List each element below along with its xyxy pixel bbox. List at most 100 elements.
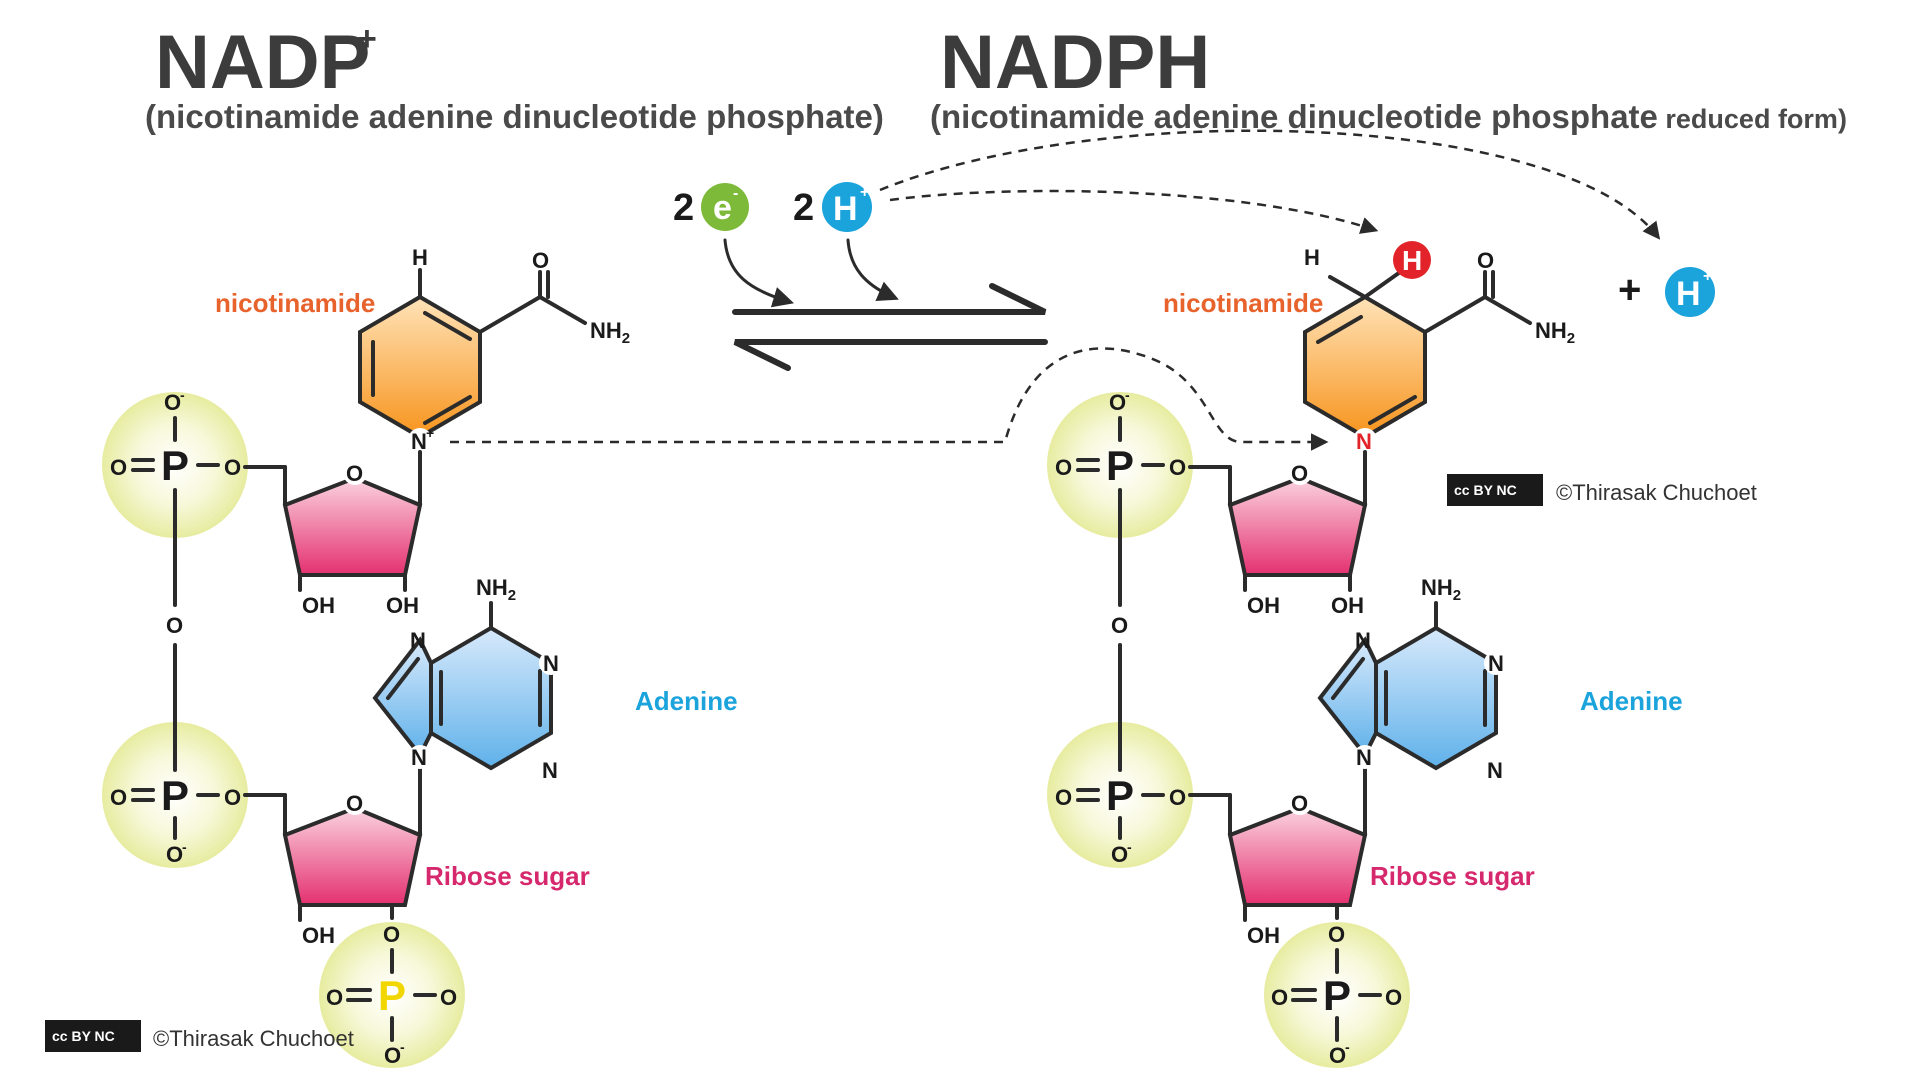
r-ring-n-atom: N xyxy=(1356,429,1372,454)
ring-h-atom: H xyxy=(412,245,428,270)
adenine-nh-text: NH xyxy=(476,575,508,600)
adenine-six-ring xyxy=(429,625,553,771)
r-p1-o-top: O xyxy=(1109,390,1126,415)
oh-atom-3: OH xyxy=(302,923,335,948)
ring-n-bg xyxy=(408,428,432,452)
p1-o-top: O xyxy=(164,390,181,415)
phosphate-glow-3 xyxy=(319,922,465,1068)
p3-o-top: O xyxy=(383,922,400,947)
r-phosphate-glow-2 xyxy=(1047,722,1193,868)
r-phosphate-glow-1 xyxy=(1047,392,1193,538)
adenine-five-ring xyxy=(372,636,433,759)
r-ribose-sugar-label: Ribose sugar xyxy=(1370,861,1535,891)
electron-count: 2 xyxy=(673,187,694,229)
adenine-n9: N xyxy=(411,745,427,770)
adenine-nh2: NH2 xyxy=(476,575,516,604)
r-ribose2-o-bg xyxy=(1288,791,1312,815)
r-adenine-n1: N xyxy=(1488,651,1504,676)
r-amide-nh-sub: 2 xyxy=(1567,330,1575,347)
r-amide-nh-atom: NH2 xyxy=(1535,318,1575,347)
right-title-group: NADPH (nicotinamide adenine dinucleotide… xyxy=(930,20,1847,135)
ring-n-atom: N xyxy=(411,429,427,454)
proton-to-h-dashed-arrow xyxy=(889,189,1379,234)
electron-circle xyxy=(701,183,749,231)
r-adenine-six-ring xyxy=(1374,625,1498,771)
nadp-title-charge: + xyxy=(357,20,377,58)
r-ribose-o-atom: O xyxy=(1291,461,1308,486)
nadph-subtitle-small: reduced form) xyxy=(1658,104,1847,134)
r-p2-atom: P xyxy=(1106,772,1134,819)
r-p2-o-bottom-charge: - xyxy=(1127,839,1132,855)
r-adenine-n1-bg xyxy=(1484,651,1508,675)
r-ribose-o-bg xyxy=(1288,461,1312,485)
cc-license-text-right: cc BY NC xyxy=(1454,482,1517,498)
ribose-o-bg xyxy=(343,461,367,485)
r-p1-o-top-charge: - xyxy=(1125,387,1130,403)
nadp-title: NADP xyxy=(155,20,370,105)
r-added-h-bond xyxy=(1363,268,1405,299)
r-adenine-n9: N xyxy=(1356,745,1372,770)
amide-bond xyxy=(538,295,587,325)
r-oh-atom-3: OH xyxy=(1247,923,1280,948)
ribose2-o-atom: O xyxy=(346,791,363,816)
r-ribose-ring-bottom xyxy=(1227,805,1368,907)
cc-license-badge xyxy=(45,1020,141,1052)
p2-o-bottom: O xyxy=(166,842,183,867)
phosphate-glow-2 xyxy=(102,722,248,868)
p2-o-bottom-charge: - xyxy=(182,839,187,855)
amide-nh-sub: 2 xyxy=(622,330,630,347)
proton-symbol: H xyxy=(833,190,858,228)
credit-right: cc BY NC ©Thirasak Chuchoet xyxy=(1447,474,1757,506)
added-h-atom: H xyxy=(1402,245,1422,276)
r-adenine-n3: N xyxy=(1487,758,1503,783)
r-adenine-n9-bg xyxy=(1353,745,1377,769)
adenine-nh-sub: 2 xyxy=(508,587,516,604)
forward-arrow xyxy=(732,283,1047,315)
r-adenine-five-ring xyxy=(1317,636,1378,759)
ring-double-bond-1 xyxy=(423,311,472,341)
r-p2-o-right: O xyxy=(1169,785,1186,810)
ribose-ring-top xyxy=(282,475,423,577)
released-proton-charge: + xyxy=(1703,268,1712,285)
r-p3-o-bottom-charge: - xyxy=(1345,1039,1350,1055)
nadph-molecule: H H O NH2 N nicotinamide O OH OH O - P O… xyxy=(1047,241,1683,1068)
cc-license-badge-right xyxy=(1447,474,1543,506)
p2-o-left: O xyxy=(110,785,127,810)
ribose-ring-bottom xyxy=(282,805,423,907)
r-oh-atom-2: OH xyxy=(1331,593,1364,618)
released-proton-circle xyxy=(1665,267,1715,317)
p3-o-right: O xyxy=(440,985,457,1010)
bridge-o-atom: O xyxy=(166,613,183,638)
adenine-n3: N xyxy=(542,758,558,783)
r-carbonyl-o-atom: O xyxy=(1477,248,1494,273)
r-adenine-nh2: NH2 xyxy=(1421,575,1461,604)
ring-n-charge: + xyxy=(426,425,434,441)
phosphate-glow-1 xyxy=(102,392,248,538)
released-proton-symbol: H xyxy=(1676,275,1701,313)
r-ring-n-bg xyxy=(1353,428,1377,452)
proton-release-dashed-arrow xyxy=(879,129,1661,240)
proton-circle xyxy=(822,182,872,232)
r-p1-o-left: O xyxy=(1055,455,1072,480)
nicotinamide-ring xyxy=(358,294,482,440)
p2-atom: P xyxy=(161,772,189,819)
ribose-o-atom: O xyxy=(346,461,363,486)
p1-o-right: O xyxy=(224,455,241,480)
nadph-title: NADPH xyxy=(940,20,1210,105)
p3-atom: P xyxy=(378,972,406,1019)
r-ribose-ring-top xyxy=(1227,475,1368,577)
adenine-n9-bg xyxy=(408,745,432,769)
oh-atom-2: OH xyxy=(386,593,419,618)
nadph-subtitle: (nicotinamide adenine dinucleotide phosp… xyxy=(930,98,1847,135)
r-carboxamide-bond xyxy=(1423,295,1487,334)
r-amide-nh-text: NH xyxy=(1535,318,1567,343)
r-p2-o-left: O xyxy=(1055,785,1072,810)
proton-arrow xyxy=(846,238,899,301)
carbonyl-o-atom: O xyxy=(532,248,549,273)
r-ribose2-o-atom: O xyxy=(1291,791,1308,816)
ring-double-bond-2 xyxy=(423,395,472,425)
r-phosphate-glow-3 xyxy=(1264,922,1410,1068)
r-adenine-n7: N xyxy=(1355,628,1371,653)
r-ring-double-bond-2 xyxy=(1316,315,1363,344)
